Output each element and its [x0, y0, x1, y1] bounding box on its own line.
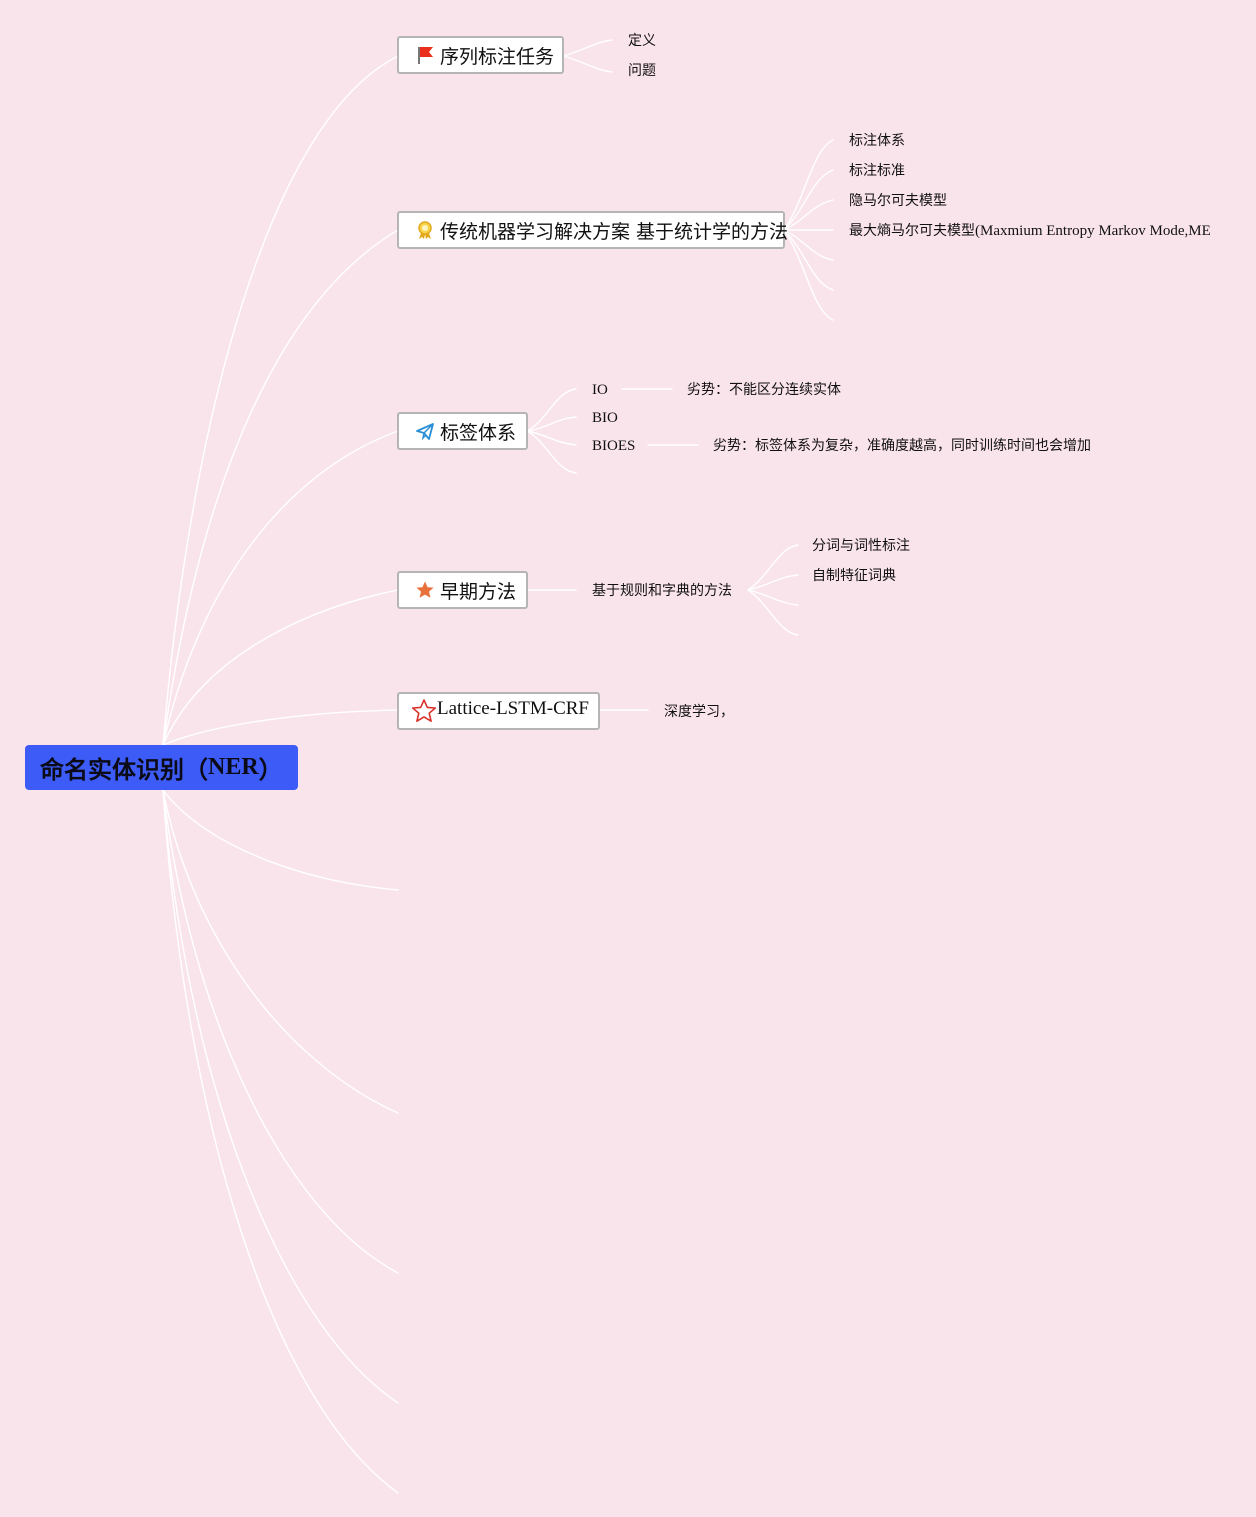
leaf-tagging-standard[interactable]: 标注标准 [849, 163, 905, 179]
orange-star-icon [415, 580, 435, 600]
edge-t2-c6 [783, 229, 834, 291]
edge-root-b9 [162, 789, 399, 1404]
edge-t4-g3 [747, 589, 799, 606]
leaf-bioes-weakness[interactable]: 劣势：标签体系为复杂，准确度越高，同时训练时间也会增加 [713, 438, 1091, 454]
edge-root-b8 [162, 789, 399, 1274]
edge-root-t2 [162, 229, 399, 746]
topic-lattice-lstm-crf[interactable]: Lattice-LSTM-CRF [397, 692, 600, 730]
root-label-en: NER [208, 754, 259, 780]
edge-t3-c4 [526, 430, 577, 474]
edge-t3-c1 [526, 388, 577, 432]
edge-t2-c7 [783, 229, 834, 321]
edge-root-b10 [162, 789, 399, 1494]
edge-t3-c2 [526, 416, 577, 432]
topic-early-methods[interactable]: 早期方法 [397, 571, 528, 609]
edge-t2-c1 [783, 139, 834, 231]
edge-t2-c2 [783, 169, 834, 231]
edge-t1-c1 [562, 39, 613, 57]
edge-root-t3 [162, 430, 399, 746]
paper-plane-icon [415, 421, 435, 441]
leaf-memm[interactable]: 最大熵马尔可夫模型(Maxmium Entropy Markov Mode,ME [849, 222, 1211, 240]
leaf-bio[interactable]: BIO [592, 410, 618, 426]
edge-root-b7 [162, 789, 399, 1114]
red-outline-star-icon [411, 698, 437, 724]
topic-label: 序列标注任务 [440, 45, 555, 68]
leaf-rule-dictionary[interactable]: 基于规则和字典的方法 [592, 583, 732, 599]
root-topic-ner[interactable]: 命名实体识别（NER） [25, 745, 298, 790]
edge-t2-c3 [783, 199, 834, 231]
topic-label: Lattice-LSTM-CRF [437, 698, 589, 719]
edge-root-t4 [162, 589, 399, 746]
leaf-tagging-scheme[interactable]: 标注体系 [849, 133, 905, 149]
root-label-cn: 命名实体识别（ [40, 756, 208, 784]
edge-t4-g4 [747, 589, 799, 636]
leaf-problem[interactable]: 问题 [628, 63, 656, 79]
topic-label: 标签体系 [440, 421, 517, 444]
edge-root-b6 [162, 789, 399, 891]
edge-t4-g2 [747, 574, 799, 591]
leaf-feature-dictionary[interactable]: 自制特征词典 [812, 568, 896, 584]
leaf-memm-cn: 最大熵马尔可夫模型 [849, 223, 975, 239]
leaf-hmm[interactable]: 隐马尔可夫模型 [849, 193, 947, 209]
root-label-end: ） [258, 756, 283, 784]
edge-t3-c3 [526, 430, 577, 446]
topic-label: 早期方法 [440, 580, 517, 603]
topic-traditional-ml[interactable]: 传统机器学习解决方案 基于统计学的方法 [397, 211, 789, 249]
edge-t2-c5 [783, 229, 834, 261]
leaf-segmentation-pos[interactable]: 分词与词性标注 [812, 538, 910, 554]
leaf-io[interactable]: IO [592, 382, 608, 398]
topic-sequence-labeling[interactable]: 序列标注任务 [397, 36, 564, 74]
topic-label: 传统机器学习解决方案 基于统计学的方法 [440, 220, 789, 243]
leaf-bioes[interactable]: BIOES [592, 438, 636, 454]
edge-root-t5 [162, 709, 399, 746]
edge-t1-c2 [562, 55, 613, 73]
red-flag-icon [415, 45, 435, 65]
topic-label-scheme[interactable]: 标签体系 [397, 412, 528, 450]
leaf-definition[interactable]: 定义 [628, 33, 656, 49]
edge-t4-g1 [747, 544, 799, 591]
edge-root-t1 [162, 55, 399, 746]
leaf-deep-learning[interactable]: 深度学习， [664, 704, 734, 720]
leaf-io-weakness[interactable]: 劣势：不能区分连续实体 [687, 382, 841, 398]
award-ribbon-icon [415, 220, 435, 240]
leaf-memm-en: (Maxmium Entropy Markov Mode,ME [975, 223, 1211, 239]
